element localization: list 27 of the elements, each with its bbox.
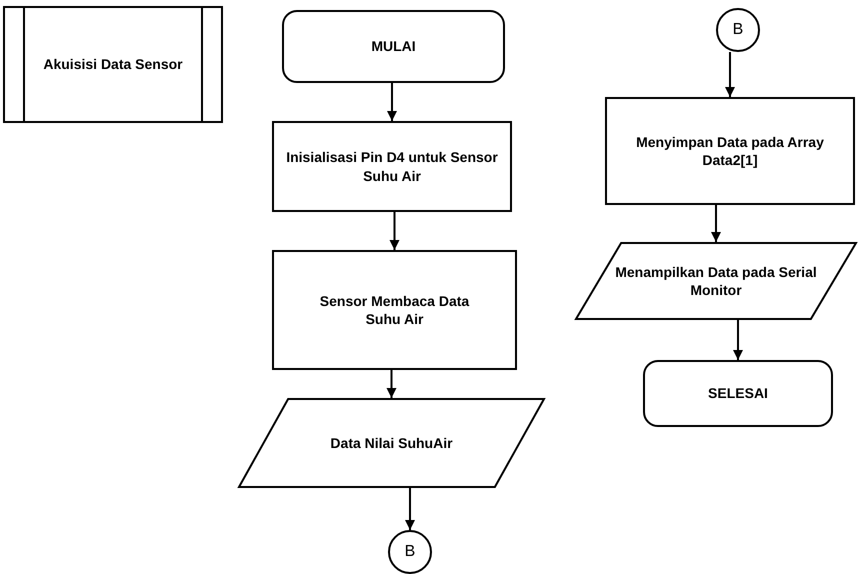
arrow: [387, 83, 397, 121]
node-label: Inisialisasi Pin D4 untuk Sensor Suhu Air: [286, 148, 498, 185]
node-label: Sensor Membaca Data Suhu Air: [318, 292, 470, 328]
node-label: Menampilkan Data pada Serial Monitor: [615, 262, 817, 300]
node-label: B: [404, 542, 416, 562]
process-box: [605, 97, 855, 205]
node-label: B: [732, 20, 744, 40]
terminator-box: [282, 10, 505, 83]
arrow: [711, 205, 721, 242]
node-label: Menyimpan Data pada Array Data2[1]: [635, 132, 825, 170]
connector-circle: [388, 530, 432, 574]
arrow: [733, 320, 743, 360]
arrow: [725, 52, 735, 97]
node-label: MULAI: [371, 37, 416, 56]
data-parallelogram: [575, 242, 857, 320]
arrow: [390, 212, 400, 250]
predefined-process-box: [3, 6, 223, 123]
node-label: Data Nilai SuhuAir: [330, 434, 453, 452]
terminator-box: [643, 360, 833, 427]
arrow: [386, 370, 396, 398]
node-label: SELESAI: [708, 384, 768, 403]
process-box: [272, 121, 512, 212]
data-parallelogram: [238, 398, 545, 488]
process-box: [272, 250, 517, 370]
connector-circle: [716, 8, 760, 52]
node-label: Akuisisi Data Sensor: [43, 55, 183, 74]
arrow: [405, 488, 415, 530]
